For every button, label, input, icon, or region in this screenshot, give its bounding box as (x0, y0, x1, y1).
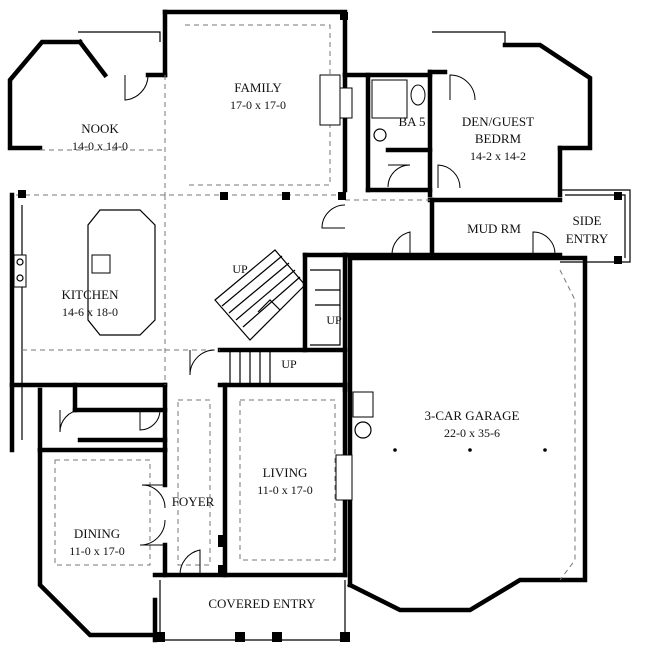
garage-name: 3-CAR GARAGE (425, 408, 520, 423)
side-entry-name: SIDE (573, 213, 602, 228)
family-dims: 17-0 x 17-0 (230, 98, 286, 112)
family-name: FAMILY (234, 80, 282, 95)
den-dims: 14-2 x 14-2 (470, 149, 526, 163)
bath-name: BA 5 (398, 114, 425, 129)
columns (18, 12, 622, 642)
covered-entry-name: COVERED ENTRY (208, 596, 316, 611)
living-name: LIVING (263, 465, 308, 480)
garage-dims: 22-0 x 35-6 (444, 426, 500, 440)
kitchen-dims: 14-6 x 18-0 (62, 305, 118, 319)
dining-name: DINING (74, 526, 120, 541)
stairs (214, 249, 341, 385)
mudroom-name: MUD RM (467, 221, 521, 236)
stair-up-label-1: UP (232, 262, 248, 276)
living-dims: 11-0 x 17-0 (257, 483, 313, 497)
dining-dims: 11-0 x 17-0 (69, 544, 125, 558)
stair-up-label-2: UP (326, 313, 342, 327)
interior-walls (9, 69, 563, 578)
stair-up-label-3: UP (281, 357, 297, 371)
room-labels: FAMILY 17-0 x 17-0 NOOK 14-0 x 14-0 KITC… (61, 80, 608, 611)
den-name2: BEDRM (475, 131, 522, 146)
den-name: DEN/GUEST (462, 114, 534, 129)
foyer-name: FOYER (172, 494, 215, 509)
nook-name: NOOK (81, 121, 119, 136)
kitchen-name: KITCHEN (61, 287, 119, 302)
nook-dims: 14-0 x 14-0 (72, 139, 128, 153)
doors (59, 74, 556, 576)
fixtures (13, 74, 547, 501)
side-entry-name2: ENTRY (566, 231, 609, 246)
